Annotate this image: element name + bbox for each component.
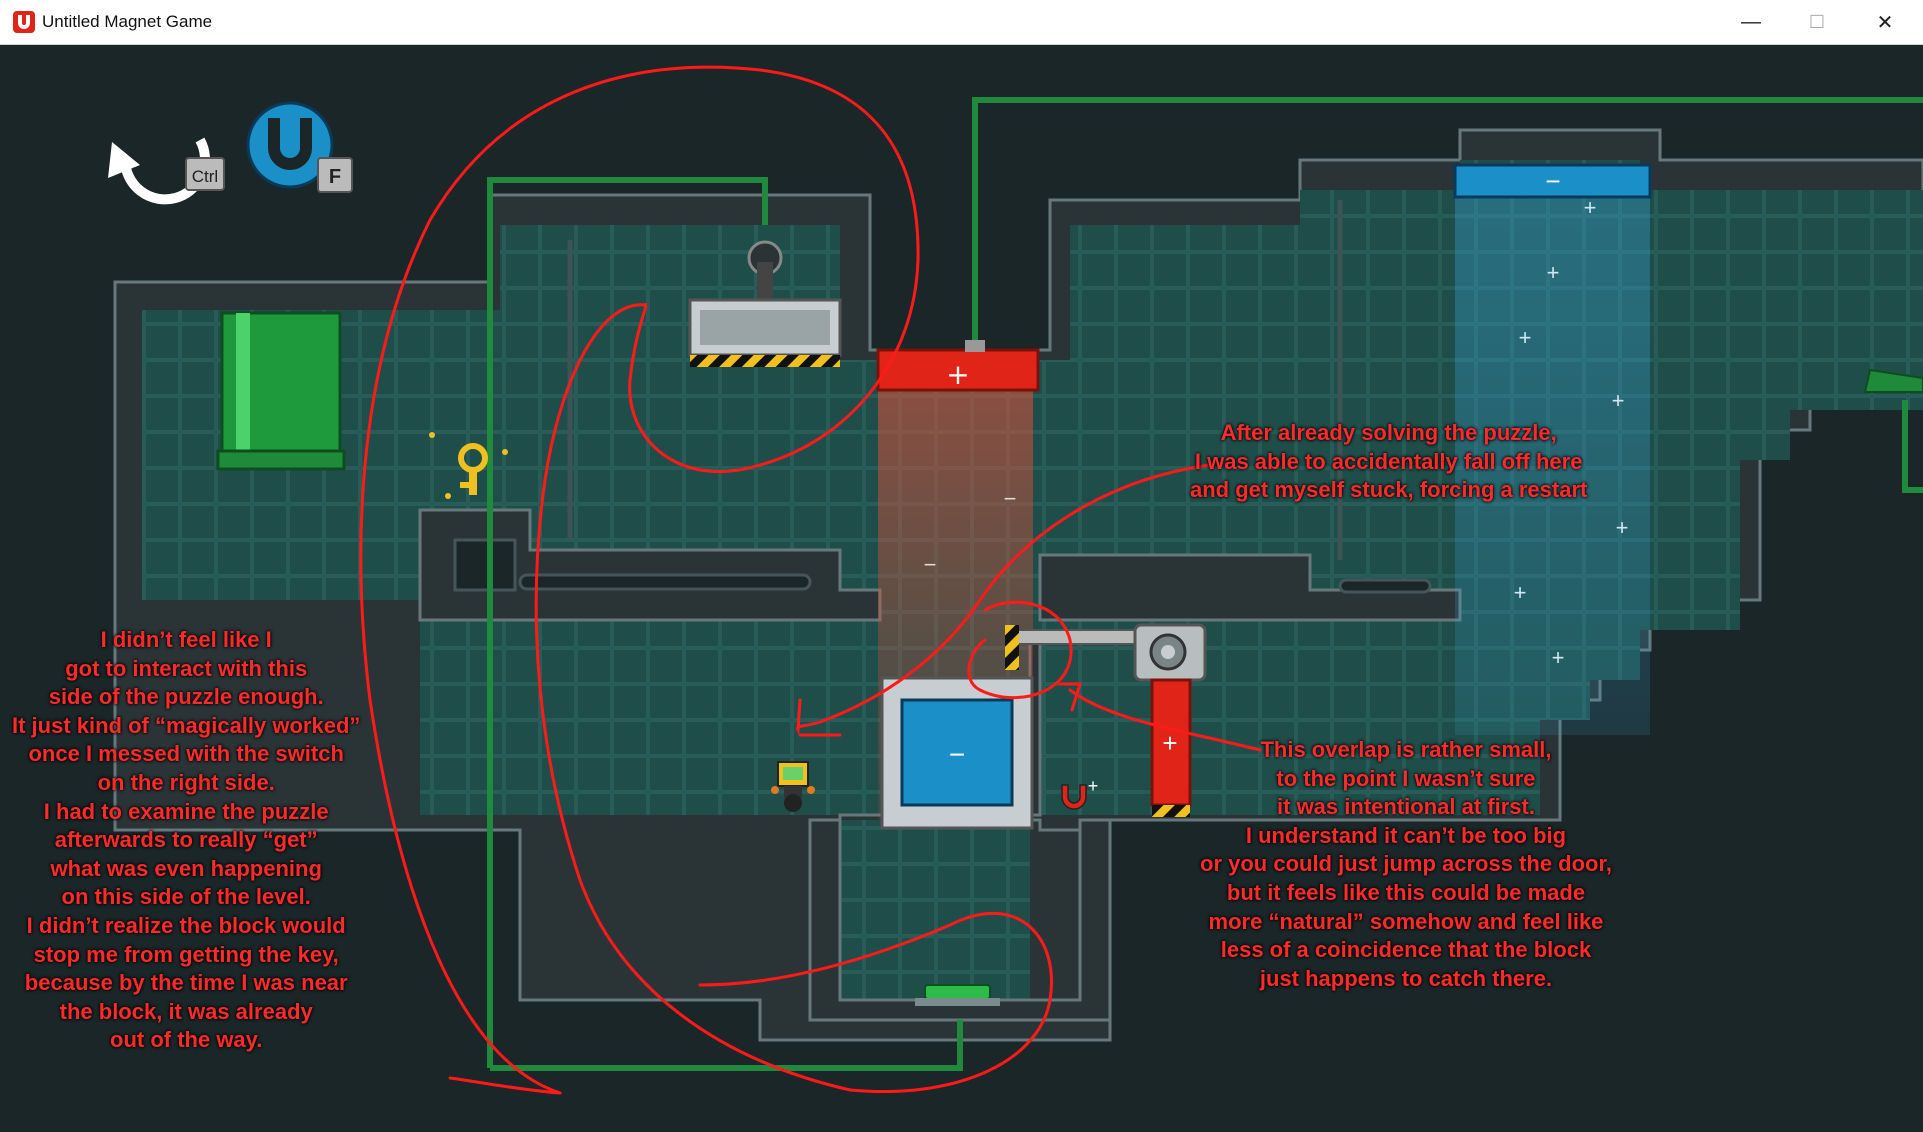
svg-text:+: + [1514,580,1527,605]
piston-door: + [1005,623,1207,817]
svg-text:+: + [1552,645,1565,670]
minimize-button[interactable]: — [1741,10,1761,33]
magnet-ability-icon[interactable]: F [246,101,353,193]
plus-icon: + [946,358,969,391]
close-button[interactable]: ✕ [1876,11,1894,34]
svg-text:−: − [949,739,965,770]
maximize-button[interactable]: ☐ [1808,11,1826,32]
hanging-crate [688,240,842,367]
game-scene: + − − − + + + + + + + + − [0,45,1923,1127]
floor-button [915,984,1000,1006]
svg-text:+: + [1612,388,1625,413]
annotation-overlap: This overlap is rather small, to the poi… [1200,737,1612,991]
game-viewport[interactable]: + − − − + + + + + + + + − [0,45,1923,1127]
chains [567,200,1343,560]
blue-magnet-emitter: − + + + + + + + [1453,163,1652,735]
svg-text:+: + [1616,515,1629,540]
window-title: Untitled Magnet Game [42,12,213,31]
magnet-app-icon [13,11,35,33]
player-robot [771,761,815,812]
svg-text:+: + [1584,195,1597,220]
ctrl-key-label: Ctrl [192,167,218,186]
annotation-scribbles [359,65,1262,1095]
svg-text:+: + [1088,776,1099,796]
annotation-left-side: I didn’t feel like I got to interact wit… [12,627,361,1053]
power-wires [487,97,1923,1071]
magnet-pickup-icon: + [1061,776,1099,810]
svg-text:+: + [1162,728,1177,758]
window-titlebar: Untitled Magnet Game — ☐ ✕ [0,0,1923,45]
annotation-fall-off: After already solving the puzzle, I was … [1190,420,1588,503]
svg-text:−: − [1004,486,1017,511]
gold-key-icon [429,432,508,499]
svg-text:−: − [924,552,937,577]
svg-text:+: + [1519,325,1532,350]
wall-switch [1863,368,1923,393]
minus-icon: − [1545,166,1560,196]
ledges [418,508,1462,1022]
f-key-label: F [329,166,341,188]
restart-icon[interactable]: Ctrl [108,137,225,205]
green-pipe [216,311,346,471]
blue-magnet-block: − [880,676,1034,830]
svg-text:+: + [1547,260,1560,285]
